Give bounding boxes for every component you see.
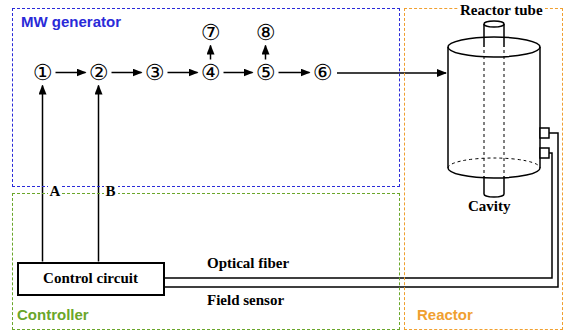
callout-number: ④ <box>201 60 221 85</box>
region-title: MW generator <box>21 13 121 30</box>
callout-number: ⑧ <box>256 20 276 45</box>
callout-circle: ① <box>30 60 56 86</box>
cavity-cylinder <box>448 37 540 178</box>
generator-region: MW generator ① ② ③ ④ ⑤ ⑥ ⑦ ⑧ <box>12 8 400 187</box>
part-label: Optical fiber <box>205 255 291 272</box>
callout-circle: ④ <box>198 60 224 86</box>
signal-arrow <box>210 46 212 60</box>
signal-label: A <box>48 183 63 200</box>
region-title: Reactor <box>417 306 473 323</box>
callout-circle: ⑧ <box>253 20 279 46</box>
reactor-tube <box>484 21 504 197</box>
part-label: Reactor tube <box>458 2 545 19</box>
reactor-region: Reactor <box>404 8 563 330</box>
part-label: Field sensor <box>205 292 286 309</box>
signal-arrow <box>279 72 310 74</box>
callout-circle: ⑥ <box>310 60 336 86</box>
region-title: Controller <box>17 306 89 323</box>
process-box: Control circuit <box>17 262 165 296</box>
callout-number: ① <box>33 60 53 85</box>
signal-arrow <box>42 86 44 262</box>
signal-arrow <box>98 86 100 262</box>
callout-number: ③ <box>145 60 165 85</box>
callout-circle: ⑦ <box>198 20 224 46</box>
sensor-port <box>540 128 549 138</box>
signal-arrow <box>265 46 267 60</box>
signal-arrow <box>224 72 253 74</box>
sensor-port <box>540 148 549 158</box>
callout-number: ② <box>89 60 109 85</box>
signal-label: B <box>104 183 118 200</box>
callout-circle: ② <box>86 60 112 86</box>
fiber-cable <box>165 153 552 278</box>
signal-arrow <box>56 72 86 74</box>
sensor-cable <box>165 133 558 287</box>
callout-circle: ⑤ <box>253 60 279 86</box>
box-label: Control circuit <box>43 270 138 287</box>
part-label: Cavity <box>466 198 513 215</box>
signal-arrow <box>112 72 142 74</box>
callout-number: ⑦ <box>201 20 221 45</box>
signal-arrow <box>168 72 198 74</box>
feed-arrow <box>337 72 446 74</box>
callout-number: ⑤ <box>256 60 276 85</box>
callout-circle: ③ <box>142 60 168 86</box>
callout-number: ⑥ <box>313 60 333 85</box>
